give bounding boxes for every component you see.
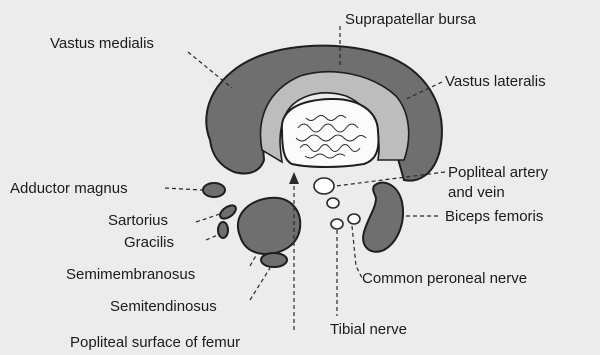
label-suprapatellar-bursa: Suprapatellar bursa [345, 11, 477, 28]
leader-semitendinosus [250, 268, 270, 300]
gracilis-shape [218, 222, 228, 238]
leader-sartorius [196, 214, 220, 222]
arrowhead-popliteal-surface [289, 172, 299, 184]
semitendinosus-shape [261, 253, 287, 267]
leader-common-peroneal-nerve [352, 226, 362, 278]
label-vastus-medialis: Vastus medialis [50, 35, 154, 52]
popliteal-vein-shape [314, 178, 334, 194]
semimembranosus-shape [238, 198, 300, 254]
label-biceps-femoris: Biceps femoris [445, 208, 543, 225]
label-common-peroneal-nerve: Common peroneal nerve [362, 270, 527, 287]
tibial-nerve-shape [331, 219, 343, 229]
label-vastus-lateralis: Vastus lateralis [445, 73, 546, 90]
label-popliteal-surface: Popliteal surface of femur [70, 334, 240, 351]
label-popliteal-artery-line1: Popliteal artery [448, 164, 549, 181]
label-sartorius: Sartorius [108, 212, 168, 229]
femur-shape [282, 99, 379, 167]
label-tibial-nerve: Tibial nerve [330, 321, 407, 338]
biceps-femoris-shape [363, 183, 403, 252]
label-semitendinosus: Semitendinosus [110, 298, 217, 315]
common-peroneal-nerve-shape [348, 214, 360, 224]
label-gracilis: Gracilis [124, 234, 174, 251]
leader-adductor-magnus [165, 188, 202, 190]
leader-gracilis [206, 234, 220, 240]
adductor-magnus-shape [203, 183, 225, 197]
sartorius-shape [218, 203, 238, 222]
label-adductor-magnus: Adductor magnus [10, 180, 128, 197]
label-semimembranosus: Semimembranosus [66, 266, 195, 283]
label-popliteal-artery-line2: and vein [448, 184, 505, 201]
popliteal-artery-shape [327, 198, 339, 208]
leader-semimembranosus [250, 252, 258, 266]
